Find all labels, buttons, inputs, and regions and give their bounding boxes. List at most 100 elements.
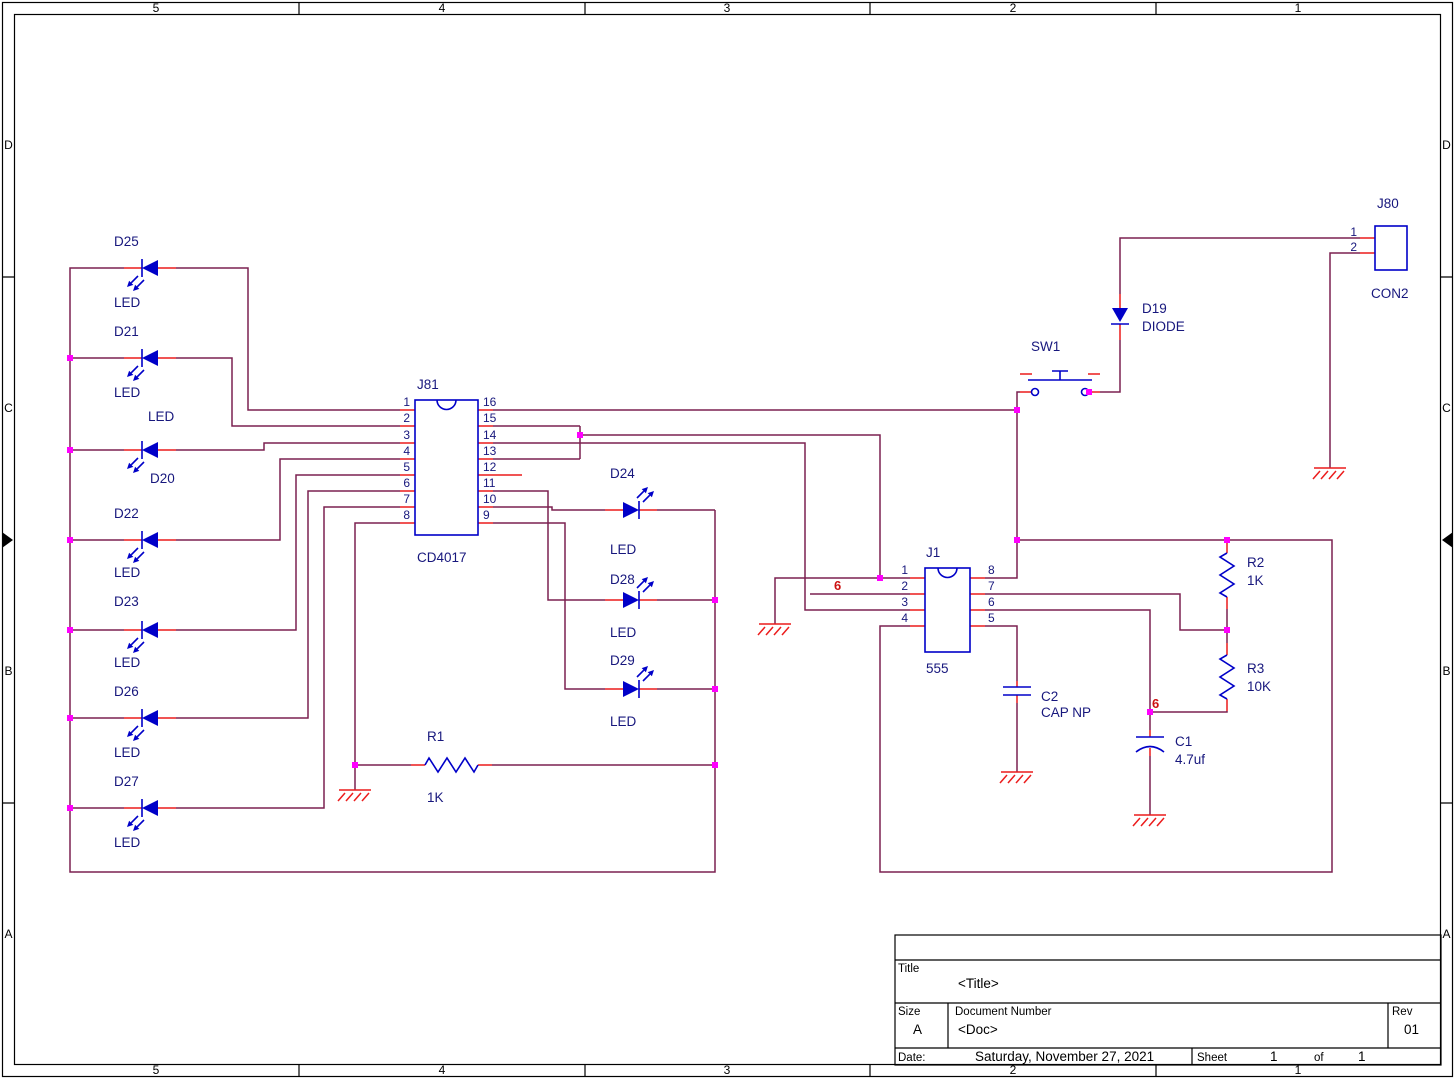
frame-row-label: D: [1442, 138, 1451, 152]
pin-numbers: 1 2 3 4 5 6 7 8 16 15 14 13 12 11 10 9 1…: [403, 225, 1357, 625]
junction-dot: [67, 537, 73, 543]
ref-d24: D24: [610, 466, 635, 481]
ref-j81: J81: [417, 377, 439, 392]
part-labels: D25 LED D21 LED LED D20 D22 LED D23 LED …: [114, 196, 1409, 850]
junction-dot: [1014, 537, 1020, 543]
junction-dot: [712, 597, 718, 603]
value-d19: DIODE: [1142, 319, 1185, 334]
ic-body: [924, 567, 971, 653]
ref-d22: D22: [114, 506, 139, 521]
frame-col-label: 3: [724, 1, 731, 15]
pin-number: 6: [988, 595, 995, 609]
frame-col-label: 5: [153, 1063, 160, 1077]
junction-dot: [577, 432, 583, 438]
junction-dot: [67, 447, 73, 453]
title-block: Title <Title> Size A Document Number <Do…: [894, 934, 1442, 1066]
wire-vdd: [493, 391, 1333, 873]
pin-number: 1: [901, 563, 908, 577]
connector-con2-symbol: [1374, 225, 1408, 271]
frame-col-label: 2: [1010, 1, 1017, 15]
value-r1: 1K: [427, 790, 444, 805]
tb-title-label: Title: [898, 963, 919, 975]
junction-dot: [877, 575, 883, 581]
junction-dot: [1224, 537, 1230, 543]
resistor-r2-symbol: [1218, 552, 1236, 598]
wire-555-ground: [774, 577, 910, 624]
pin-stubs: [124, 237, 1375, 809]
capacitor-c2-symbol: [1003, 686, 1031, 696]
pin-number: 7: [988, 579, 995, 593]
pin-number: 5: [988, 611, 995, 625]
value-d26: LED: [114, 745, 141, 760]
ref-c1: C1: [1175, 734, 1192, 749]
tb-of-label: of: [1314, 1052, 1324, 1064]
pin-number: 14: [483, 428, 497, 442]
ic-body: [414, 399, 479, 536]
ref-d23: D23: [114, 594, 139, 609]
led-d26-symbol: [126, 708, 159, 742]
capacitor-c1-symbol: [1135, 736, 1165, 753]
tb-size-label: Size: [898, 1006, 920, 1018]
components: [126, 225, 1408, 832]
frame-row-label: D: [4, 138, 13, 152]
value-d20: LED: [148, 409, 175, 424]
value-r2: 1K: [1247, 573, 1264, 588]
junction-dot: [67, 627, 73, 633]
pin-number: 9: [483, 508, 490, 522]
pin-number: 10: [483, 492, 497, 506]
value-d27: LED: [114, 835, 141, 850]
ref-d21: D21: [114, 324, 139, 339]
frame-row-label: C: [4, 401, 13, 415]
wires: [69, 237, 1360, 873]
pin-number: 2: [901, 579, 908, 593]
junction-dot: [67, 355, 73, 361]
ground-symbol: [1312, 467, 1347, 480]
led-d29-symbol: [622, 665, 655, 699]
pin-number: 11: [483, 476, 496, 490]
junction-dot: [1224, 627, 1230, 633]
tb-sheet-value: 1: [1270, 1049, 1278, 1064]
junction-dot: [712, 686, 718, 692]
pin-number: 16: [483, 395, 497, 409]
junction-dot: [67, 715, 73, 721]
diode-d19-symbol: [1111, 308, 1129, 325]
net-label-6: 6: [834, 578, 841, 593]
pin-number: 7: [403, 492, 410, 506]
frame-col-label: 1: [1295, 1063, 1302, 1077]
ref-d29: D29: [610, 653, 635, 668]
tb-title-value: <Title>: [958, 976, 999, 991]
pin-number: 3: [901, 595, 908, 609]
value-c1: 4.7uf: [1175, 752, 1205, 767]
value-d21: LED: [114, 385, 141, 400]
frame-col-label: 4: [439, 1063, 446, 1077]
value-j80: CON2: [1371, 286, 1409, 301]
switch-contact: [1030, 387, 1040, 397]
tb-docnum-value: <Doc>: [958, 1022, 998, 1037]
ref-d25: D25: [114, 234, 139, 249]
junction-dot: [67, 805, 73, 811]
pin-number: 1: [1350, 225, 1357, 239]
ground-symbol: [1132, 814, 1167, 827]
value-d23: LED: [114, 655, 141, 670]
led-d23-symbol: [126, 620, 159, 654]
title-block-border: [894, 934, 1442, 1066]
right-center-arrow-icon: [1442, 532, 1453, 548]
tb-date-value: Saturday, November 27, 2021: [975, 1049, 1154, 1064]
led-d22-symbol: [126, 530, 159, 564]
ref-d26: D26: [114, 684, 139, 699]
wire-cv-c2: [985, 625, 1018, 772]
frame-col-label: 2: [1010, 1063, 1017, 1077]
resistor-r1-symbol: [424, 756, 479, 774]
ground-symbol: [999, 771, 1034, 784]
junction-dot: [1086, 389, 1092, 395]
wire-led-drive-left: [176, 267, 400, 809]
ref-j80: J80: [1377, 196, 1399, 211]
wire-led-return-net: [69, 267, 716, 873]
switch-actuator: [1028, 370, 1092, 381]
led-d24-symbol: [622, 486, 655, 520]
ref-d19: D19: [1142, 301, 1167, 316]
junction-dot: [1147, 709, 1153, 715]
